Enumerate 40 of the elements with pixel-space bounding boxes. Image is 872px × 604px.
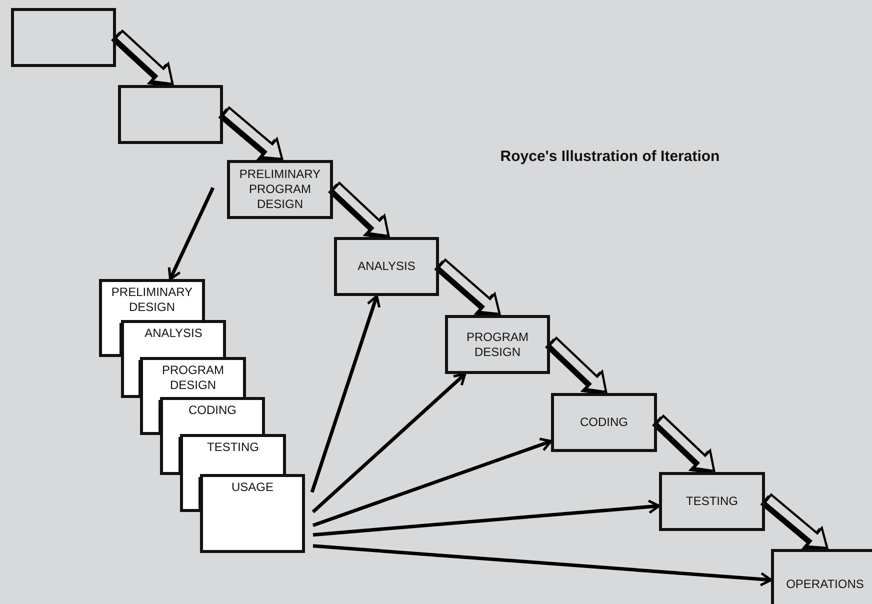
empty-box <box>11 8 116 67</box>
block-arrow <box>763 493 829 550</box>
stacked-phase-box <box>200 474 305 553</box>
box-label: CODING <box>580 415 628 430</box>
box-label: PROGRAM DESIGN <box>465 330 530 360</box>
block-arrow <box>437 258 502 316</box>
block-arrow <box>221 106 284 160</box>
stacked-phase-box <box>140 357 246 400</box>
phase-box <box>334 237 439 296</box>
arrow <box>312 544 772 586</box>
arrow <box>312 372 466 514</box>
stacked-phase-box <box>121 320 226 360</box>
box-label: CODING <box>188 403 236 418</box>
arrow <box>168 186 215 280</box>
stacked-phase-box <box>180 434 286 477</box>
empty-box <box>118 85 223 144</box>
arrow <box>312 500 660 537</box>
box-label: ANALYSIS <box>358 259 416 274</box>
block-arrow <box>655 414 716 472</box>
phase-box <box>551 393 657 452</box>
box-label: OPERATIONS <box>786 576 864 592</box>
box-label: PRELIMINARY DESIGN <box>110 285 194 315</box>
phase-box <box>771 549 872 604</box>
phase-box <box>659 472 765 531</box>
stacked-phase-box <box>160 397 265 437</box>
block-arrow <box>548 336 608 394</box>
phase-box <box>445 315 550 374</box>
block-arrow <box>331 181 390 238</box>
box-label: USAGE <box>231 480 274 495</box>
stacked-phase-box <box>99 279 205 323</box>
arrow <box>312 438 552 527</box>
diagram-title: Royce's Illustration of Iteration <box>499 148 721 165</box>
box-label: TESTING <box>686 494 738 509</box>
phase-box <box>227 160 333 219</box>
block-arrow <box>114 29 174 86</box>
box-label: TESTING <box>206 440 259 455</box>
box-label: PROGRAM DESIGN <box>160 363 225 393</box>
arrow <box>310 294 381 493</box>
box-label: PRELIMINARY PROGRAM DESIGN <box>238 167 322 212</box>
box-label: ANALYSIS <box>144 326 202 341</box>
